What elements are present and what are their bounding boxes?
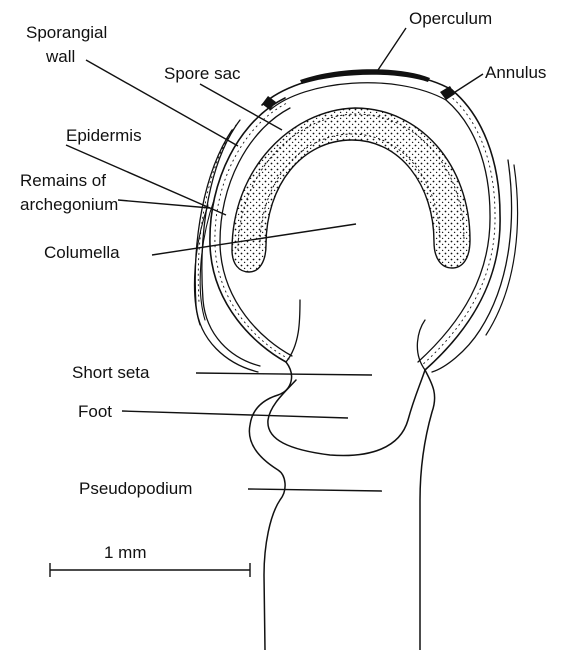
operculum-cap-inner [270,83,446,110]
leader-operculum [378,28,406,70]
annulus-ring [262,86,455,110]
seta-foot-pseudopodium [249,362,434,650]
leader-lines [66,28,483,491]
label-remains-1: Remains of [20,171,106,190]
leader-annulus [452,74,483,94]
label-columella: Columella [44,243,120,262]
label-annulus: Annulus [485,63,546,82]
label-short-seta: Short seta [72,363,150,382]
label-remains-2: archegonium [20,195,118,214]
seta-outline-right [420,370,435,650]
spore-sac [232,108,470,272]
seta-outline-left [249,362,291,650]
label-foot: Foot [78,402,112,421]
scale-bar-label: 1 mm [104,543,147,562]
scale-bar: 1 mm [50,543,250,577]
leader-foot [122,411,348,418]
label-spore-sac: Spore sac [164,64,241,83]
leader-short-seta [196,373,372,375]
label-pseudopodium: Pseudopodium [79,479,192,498]
label-sporangial-wall-2: wall [45,47,75,66]
columella-edge [286,300,425,370]
foot-outline [268,370,425,456]
label-epidermis: Epidermis [66,126,142,145]
label-operculum: Operculum [409,9,492,28]
leader-pseudopodium [248,489,382,491]
operculum-dark-band [300,69,430,84]
label-sporangial-wall-1: Sporangial [26,23,107,42]
